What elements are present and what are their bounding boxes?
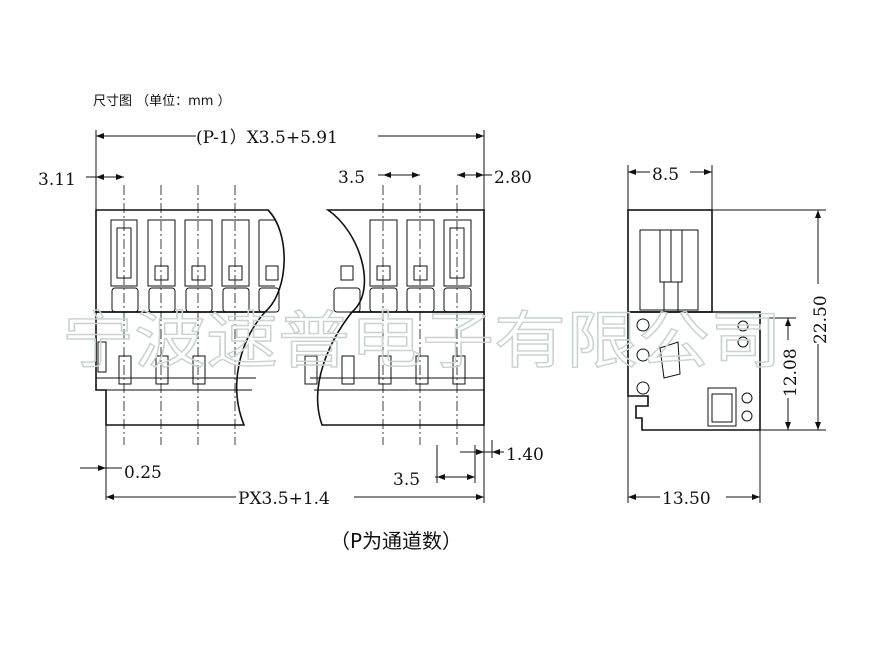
slot-clamp (413, 265, 428, 281)
front-lower-housing-left (95, 311, 267, 426)
slot-clamp (154, 265, 169, 281)
dim-right-offset-label: 2.80 (494, 168, 532, 188)
pin-window (304, 355, 318, 385)
dim-width-top: 8.5 (627, 163, 713, 210)
side-hole (737, 320, 749, 332)
side-view: 8.5 22.50 12.08 13.50 (627, 163, 831, 509)
side-contact-block (707, 387, 737, 427)
side-hole (737, 336, 749, 348)
wire-entry (222, 287, 250, 313)
pin-window (341, 355, 355, 385)
dim-width-bottom: 13.50 (627, 396, 761, 509)
front-slots-right (304, 219, 472, 385)
wire-entry (443, 287, 472, 313)
pin-window (378, 355, 392, 385)
dim-pitch-bottom-label: 3.5 (393, 470, 420, 490)
dim-right-pin: 1.40 (460, 440, 544, 465)
wire-entry (333, 287, 361, 313)
front-side-tab (97, 341, 107, 373)
wire-entry (185, 287, 213, 313)
side-hole (741, 410, 753, 422)
dim-total-top: (P-1）X3.5+5.91 (95, 126, 485, 210)
dim-total-bottom: PX3.5+1.4 (106, 425, 485, 509)
wire-entry (148, 287, 176, 313)
wire-entry (406, 287, 435, 313)
side-lower-body (627, 311, 761, 431)
dim-height-inner-label: 12.08 (781, 348, 801, 397)
slot-clamp (376, 265, 391, 281)
slot-partial (258, 219, 275, 287)
dim-pin-offset: 0.25 (80, 425, 162, 500)
side-upper-block (627, 209, 713, 313)
dim-right-offset: 2.80 (457, 168, 532, 188)
dim-width-bottom-label: 13.50 (662, 489, 711, 509)
front-slots-left (110, 219, 280, 385)
slot (406, 219, 435, 287)
watermark: 宁波速普电子有限公司 (62, 304, 782, 377)
slot-clamp (191, 265, 206, 281)
side-hole (636, 348, 650, 362)
slot-clamp (265, 265, 279, 281)
dim-left-offset-label: 3.11 (38, 170, 76, 190)
dim-pitch-top-label: 3.5 (338, 168, 365, 188)
dim-pitch-top: 3.5 (338, 168, 420, 188)
wire-entry (111, 287, 139, 313)
dim-width-top-label: 8.5 (652, 165, 679, 185)
dim-height-total: 22.50 (712, 209, 831, 431)
wire-entry (258, 287, 280, 313)
slot (221, 219, 250, 287)
pin-window (452, 355, 466, 385)
dim-pin-offset-label: 0.25 (124, 463, 162, 483)
wire-entry (369, 287, 398, 313)
slot-clamp (340, 265, 354, 281)
pin-window (155, 355, 169, 385)
front-center-lines (123, 185, 458, 445)
front-lower-housing-right (316, 311, 485, 426)
slot (443, 219, 472, 287)
drawing-title: 尺寸图 （单位：mm ） (93, 94, 231, 109)
side-lever (659, 341, 681, 379)
pin-window (118, 355, 132, 385)
dim-total-bottom-label: PX3.5+1.4 (238, 489, 330, 509)
side-hole (636, 381, 650, 395)
dim-total-top-label: (P-1）X3.5+5.91 (196, 128, 338, 148)
slot (369, 219, 398, 287)
slot-clamp (228, 265, 243, 281)
front-view: (P-1）X3.5+5.91 3.11 3.5 2.80 0.25 (38, 126, 544, 509)
side-contact-inner (711, 393, 733, 423)
dim-height-inner: 12.08 (760, 317, 801, 430)
dim-left-offset: 3.11 (38, 170, 124, 190)
slot (110, 219, 138, 287)
side-hole (741, 392, 753, 404)
side-hole (636, 318, 650, 332)
dim-pitch-bottom: 3.5 (393, 445, 476, 490)
pin-window (415, 355, 429, 385)
dim-height-total-label: 22.50 (811, 295, 831, 344)
caption: （P为通道数） (330, 529, 462, 553)
side-opening (639, 229, 699, 311)
pin-window (192, 355, 206, 385)
dim-right-pin-label: 1.40 (506, 445, 544, 465)
slot (147, 219, 176, 287)
slot (184, 219, 213, 287)
front-upper-housing-right (325, 209, 485, 313)
